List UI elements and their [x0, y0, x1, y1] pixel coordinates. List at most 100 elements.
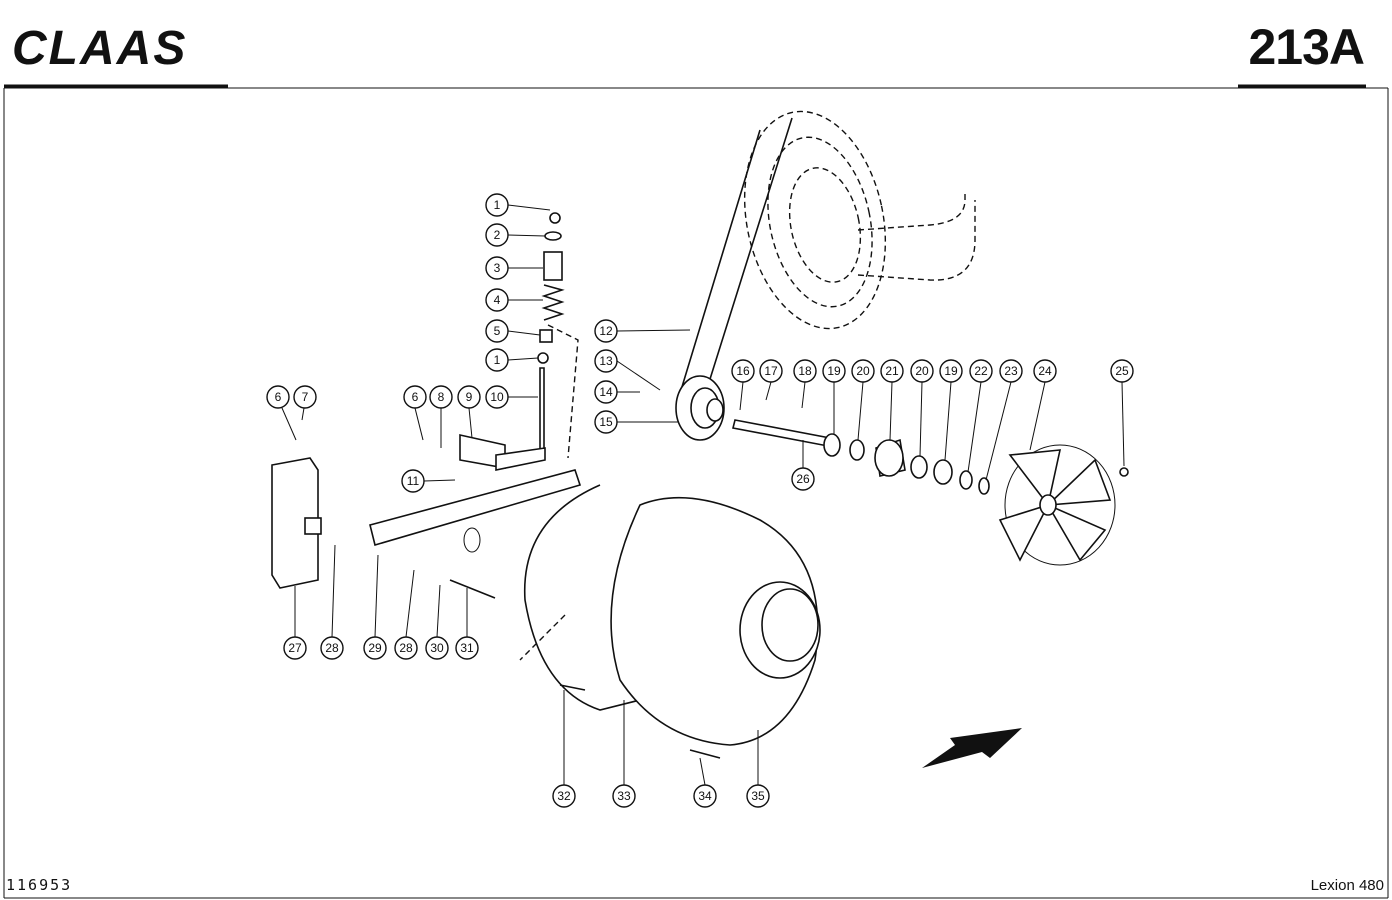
callout-1: 1 [485, 193, 551, 217]
callout-28b: 28 [394, 569, 418, 660]
svg-text:13: 13 [599, 354, 613, 368]
callout-1b: 1 [485, 348, 539, 372]
svg-text:1: 1 [494, 198, 501, 212]
svg-text:27: 27 [288, 641, 302, 655]
svg-text:12: 12 [599, 324, 613, 338]
callout-24: 24 [1029, 359, 1057, 451]
blower-housing [519, 484, 821, 746]
svg-text:3: 3 [494, 261, 501, 275]
svg-text:2: 2 [494, 228, 501, 242]
callout-6: 6 [266, 385, 297, 441]
callout-30: 30 [425, 584, 449, 660]
svg-text:24: 24 [1038, 364, 1052, 378]
callout-5: 5 [485, 319, 541, 343]
svg-text:23: 23 [1004, 364, 1018, 378]
callout-17: 17 [759, 359, 783, 401]
callout-15: 15 [594, 410, 678, 434]
callout-35: 35 [746, 730, 770, 808]
tension-rod [539, 367, 545, 456]
callout-13: 13 [594, 349, 661, 391]
bearing-set [823, 433, 990, 495]
svg-text:34: 34 [698, 789, 712, 803]
callout-32: 32 [552, 690, 576, 808]
svg-text:26: 26 [796, 472, 810, 486]
svg-text:15: 15 [599, 415, 613, 429]
drawing-number: 116953 [6, 876, 73, 894]
svg-text:1: 1 [494, 353, 501, 367]
callout-27: 27 [283, 586, 307, 660]
callout-29: 29 [363, 554, 387, 660]
svg-text:19: 19 [827, 364, 841, 378]
svg-text:35: 35 [751, 789, 765, 803]
svg-text:31: 31 [460, 641, 474, 655]
bolt-32 [559, 684, 586, 691]
svg-text:22: 22 [974, 364, 988, 378]
model-name: Lexion 480 [1310, 877, 1384, 894]
callout-34: 34 [693, 757, 717, 808]
svg-text:21: 21 [885, 364, 899, 378]
callout-19: 19 [822, 359, 846, 434]
callout-25: 25 [1110, 359, 1134, 467]
svg-text:28: 28 [325, 641, 339, 655]
svg-text:6: 6 [275, 390, 282, 404]
claas-logo: CLAAS [12, 22, 187, 70]
bolt-31 [449, 579, 496, 599]
svg-text:16: 16 [736, 364, 750, 378]
blower-pulley [675, 375, 725, 441]
callout-10: 10 [485, 385, 538, 409]
svg-text:17: 17 [764, 364, 778, 378]
svg-text:7: 7 [302, 390, 309, 404]
callout-11: 11 [401, 469, 456, 493]
callout-33: 33 [612, 700, 636, 808]
callout-23: 23 [985, 359, 1023, 481]
drive-shaft [732, 419, 831, 447]
svg-text:18: 18 [798, 364, 812, 378]
callout-18: 18 [793, 359, 817, 409]
arrow-right-icon [922, 728, 1022, 768]
callout-14: 14 [594, 380, 640, 404]
callout-21: 21 [880, 359, 904, 441]
svg-text:33: 33 [617, 789, 631, 803]
v-belt [677, 117, 793, 401]
callout-9: 9 [457, 385, 481, 439]
callout-7: 7 [293, 385, 317, 421]
page-number: 213A [1248, 19, 1365, 75]
svg-text:10: 10 [490, 390, 504, 404]
callout-4: 4 [485, 288, 543, 312]
callout-8: 8 [429, 385, 453, 448]
svg-text:32: 32 [557, 789, 571, 803]
callout-12: 12 [594, 319, 691, 343]
svg-text:11: 11 [407, 474, 420, 488]
callout-31: 31 [455, 588, 479, 660]
svg-text:5: 5 [494, 324, 501, 338]
callout-2: 2 [485, 223, 546, 247]
svg-text:20: 20 [856, 364, 870, 378]
callout-22: 22 [967, 359, 993, 473]
svg-text:6: 6 [412, 390, 419, 404]
callout-20: 20 [851, 359, 875, 441]
callout-26: 26 [791, 440, 815, 491]
support-arm [369, 469, 582, 547]
svg-text:30: 30 [430, 641, 444, 655]
svg-text:25: 25 [1115, 364, 1129, 378]
callout-6b: 6 [403, 385, 427, 441]
engine-pulley [743, 110, 976, 330]
svg-text:19: 19 [944, 364, 958, 378]
svg-text:4: 4 [494, 293, 501, 307]
svg-text:14: 14 [599, 385, 613, 399]
callout-16: 16 [731, 359, 755, 411]
callout-3: 3 [485, 256, 543, 280]
callout-28: 28 [320, 544, 344, 660]
svg-text:CLAAS: CLAAS [12, 22, 187, 70]
svg-text:9: 9 [466, 390, 473, 404]
callout-20b: 20 [910, 359, 934, 457]
svg-text:8: 8 [438, 390, 445, 404]
svg-text:20: 20 [915, 364, 929, 378]
svg-text:28: 28 [399, 641, 413, 655]
fan-impeller [998, 444, 1129, 566]
callout-19b: 19 [939, 359, 963, 461]
mount-bracket [271, 457, 319, 589]
svg-text:29: 29 [368, 641, 382, 655]
